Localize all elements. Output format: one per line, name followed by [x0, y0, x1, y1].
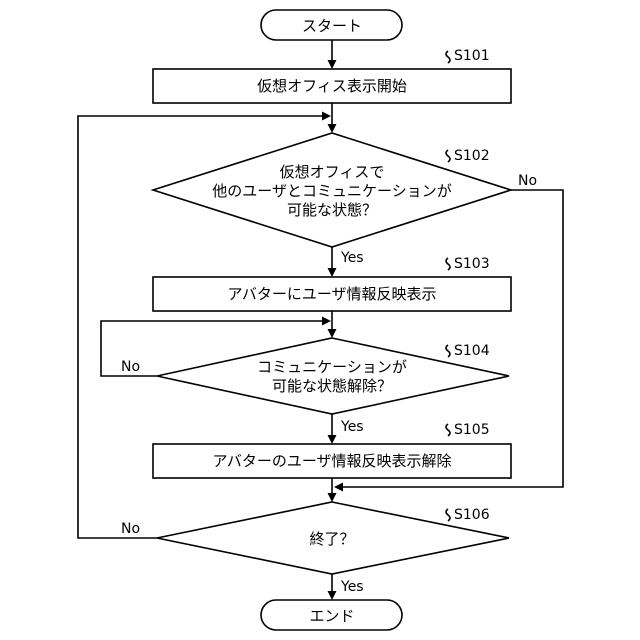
step-s103-label: アバターにユーザ情報反映表示 [227, 285, 436, 303]
step-s101-id-squiggle [446, 51, 450, 63]
arrowhead-s103-to-s104 [328, 329, 337, 338]
step-s106-id-squiggle [446, 509, 450, 521]
step-s104-id: S104 [454, 343, 490, 359]
decision-s104-line-2: 可能な状態解除？ [272, 377, 392, 395]
arrowhead-loop-s106-no [322, 112, 331, 121]
step-s103-id-squiggle [446, 258, 450, 270]
start-label: スタート [302, 17, 362, 35]
step-s106-id: S106 [454, 507, 490, 523]
step-s103-id: S103 [454, 256, 490, 272]
arrowhead-s101-to-s102 [328, 124, 337, 133]
arrowhead-s105-to-s106 [328, 493, 337, 502]
edge-label-s104-yes: Yes [340, 419, 364, 435]
step-s102-id: S102 [454, 148, 490, 164]
step-s105-label: アバターのユーザ情報反映表示解除 [212, 452, 451, 470]
decision-s102-line-2: 他のユーザとコミュニケーションが [212, 182, 451, 200]
step-s102-id-squiggle [446, 150, 450, 162]
edge-label-s102-no: No [518, 173, 537, 189]
decision-s102-line-3: 可能な状態？ [287, 201, 377, 219]
arrowhead-s102-no [334, 483, 343, 492]
arrowhead-start-to-s101 [328, 60, 337, 69]
decision-s104-line-1: コミュニケーションが [257, 358, 407, 376]
edge-label-s104-no: No [121, 359, 140, 375]
branch-s102-no-to-s106 [341, 190, 563, 487]
arrowhead-s102-yes [328, 268, 337, 277]
edge-label-s102-yes: Yes [340, 250, 364, 266]
end-label: エンド [309, 607, 354, 625]
edge-label-s106-no: No [121, 521, 140, 537]
step-s105-id: S105 [454, 422, 490, 438]
arrowhead-loop-s104-no [322, 317, 331, 326]
step-s101-label: 仮想オフィス表示開始 [257, 77, 407, 95]
step-s101-id: S101 [454, 48, 490, 64]
step-s104-id-squiggle [446, 345, 450, 357]
arrowhead-s104-yes [328, 435, 337, 444]
edge-label-s106-yes: Yes [340, 579, 364, 595]
arrowhead-s106-yes [328, 591, 337, 600]
decision-s102-line-1: 仮想オフィスで [280, 163, 385, 181]
step-s105-id-squiggle [446, 424, 450, 436]
decision-s106-label: 終了？ [309, 530, 354, 548]
